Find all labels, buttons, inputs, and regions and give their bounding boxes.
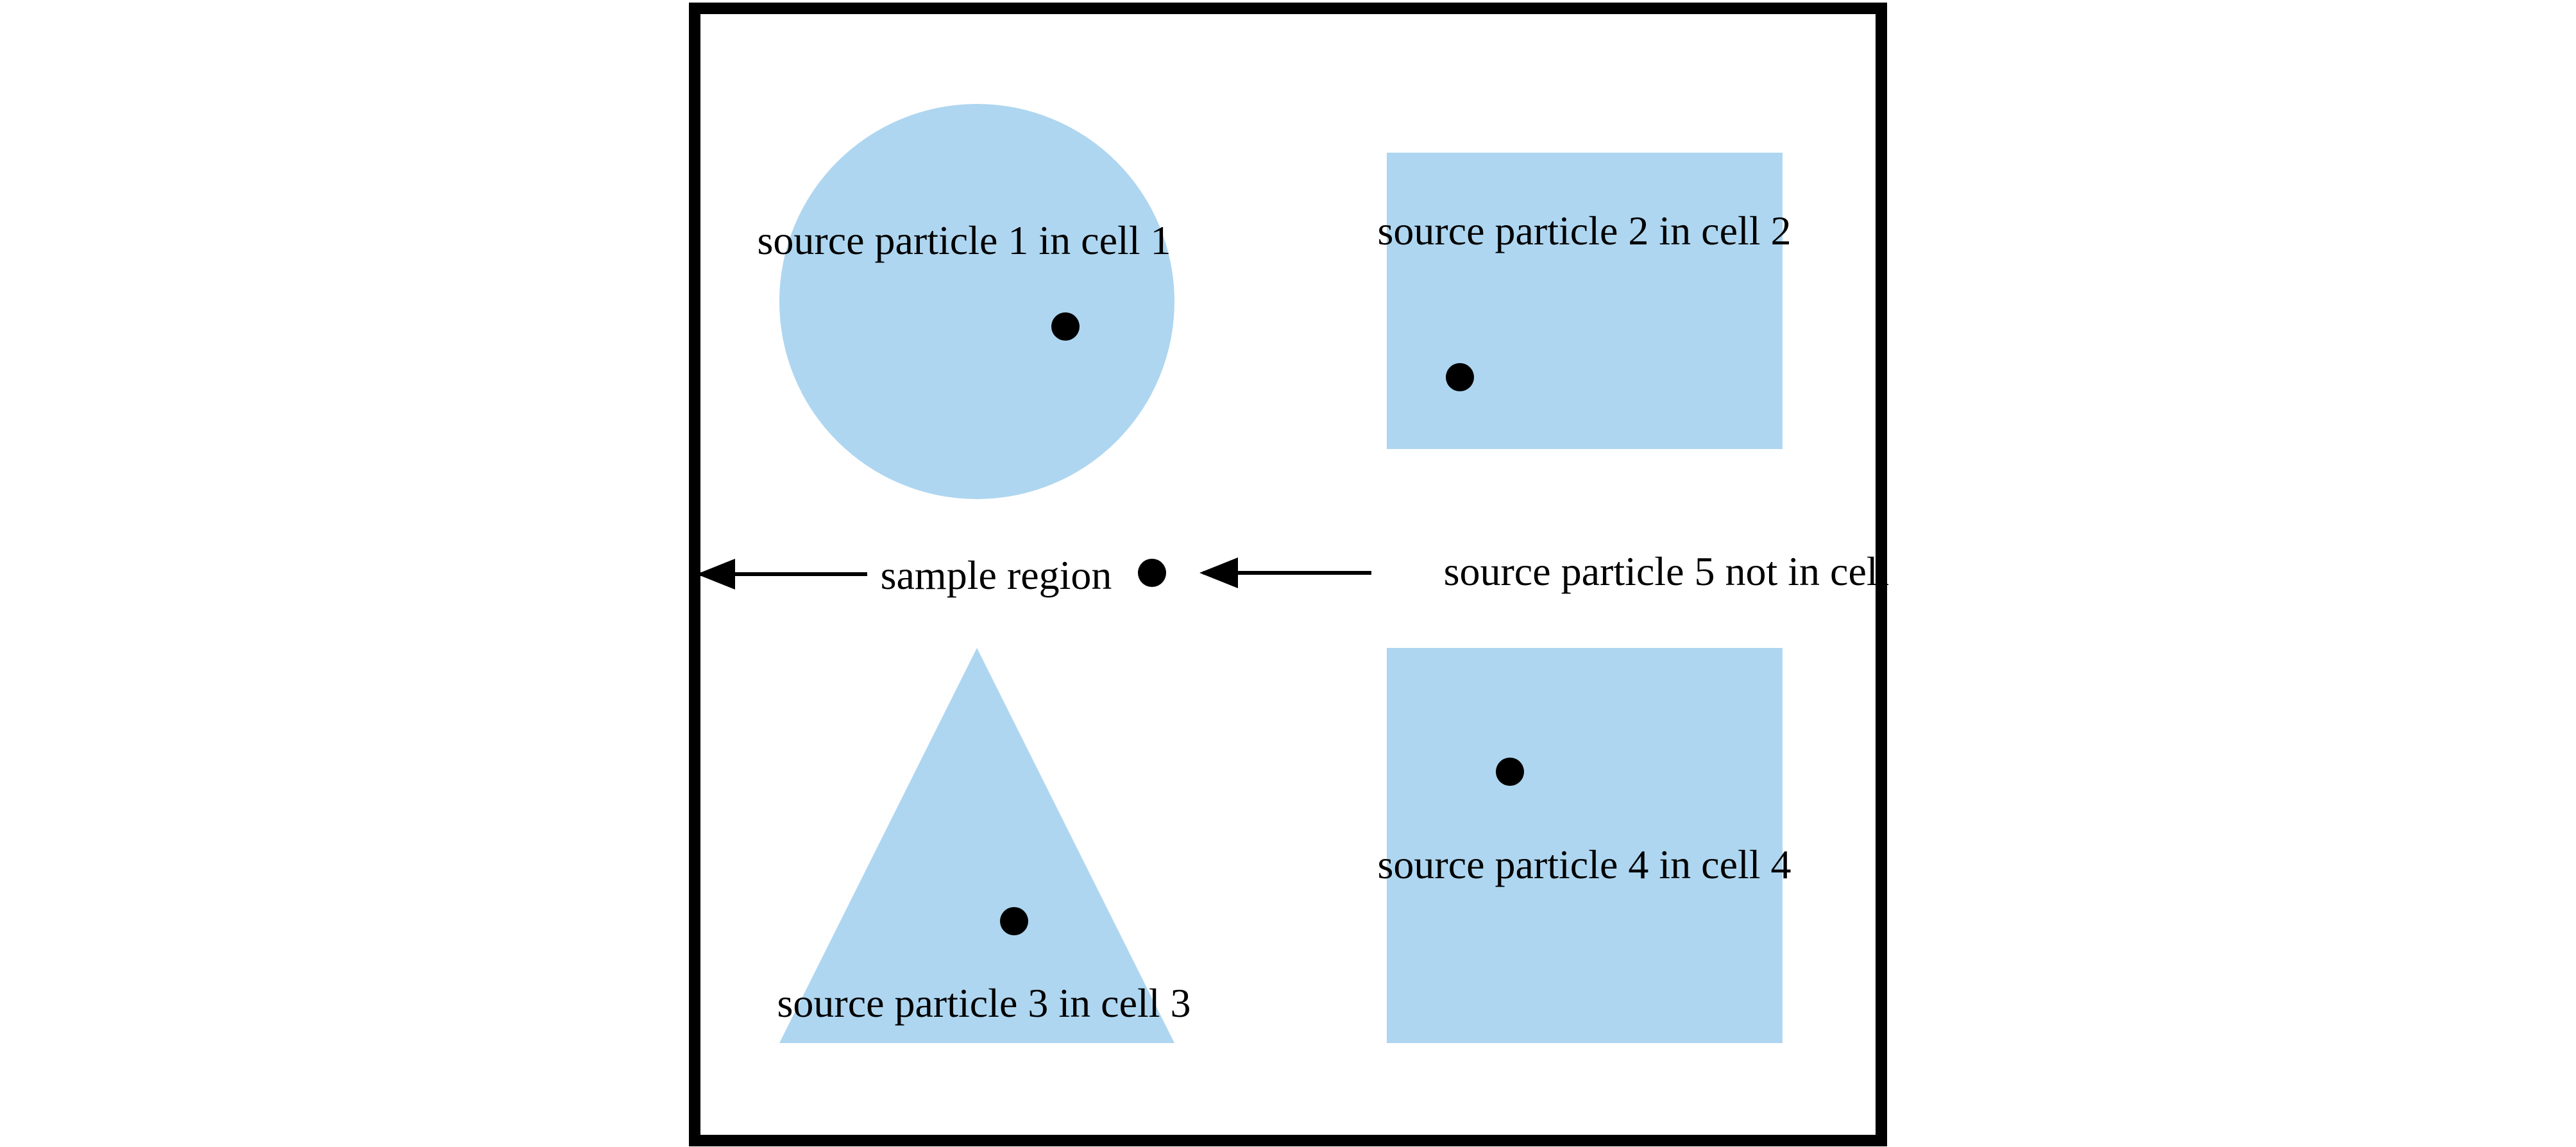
cell-2-label: source particle 2 in cell 2 bbox=[1377, 208, 1791, 253]
source-particle-3 bbox=[1000, 907, 1028, 935]
cell-1-circle bbox=[779, 104, 1174, 499]
sample-region-label: sample region bbox=[881, 552, 1112, 598]
cell-4-label: source particle 4 in cell 4 bbox=[1377, 842, 1791, 887]
particle-5-label: source particle 5 not in cell bbox=[1444, 548, 1890, 594]
cell-2-rectangle bbox=[1387, 153, 1783, 449]
source-particle-5 bbox=[1138, 559, 1166, 587]
cell-1-label: source particle 1 in cell 1 bbox=[757, 217, 1171, 263]
source-particle-1 bbox=[1051, 312, 1080, 341]
sample-region-border bbox=[689, 3, 1887, 1146]
source-particle-4 bbox=[1496, 758, 1524, 786]
cell-4-square bbox=[1387, 648, 1783, 1043]
source-particle-2 bbox=[1446, 363, 1474, 391]
cell-3-triangle bbox=[779, 648, 1174, 1043]
cell-3-label: source particle 3 in cell 3 bbox=[777, 980, 1191, 1026]
